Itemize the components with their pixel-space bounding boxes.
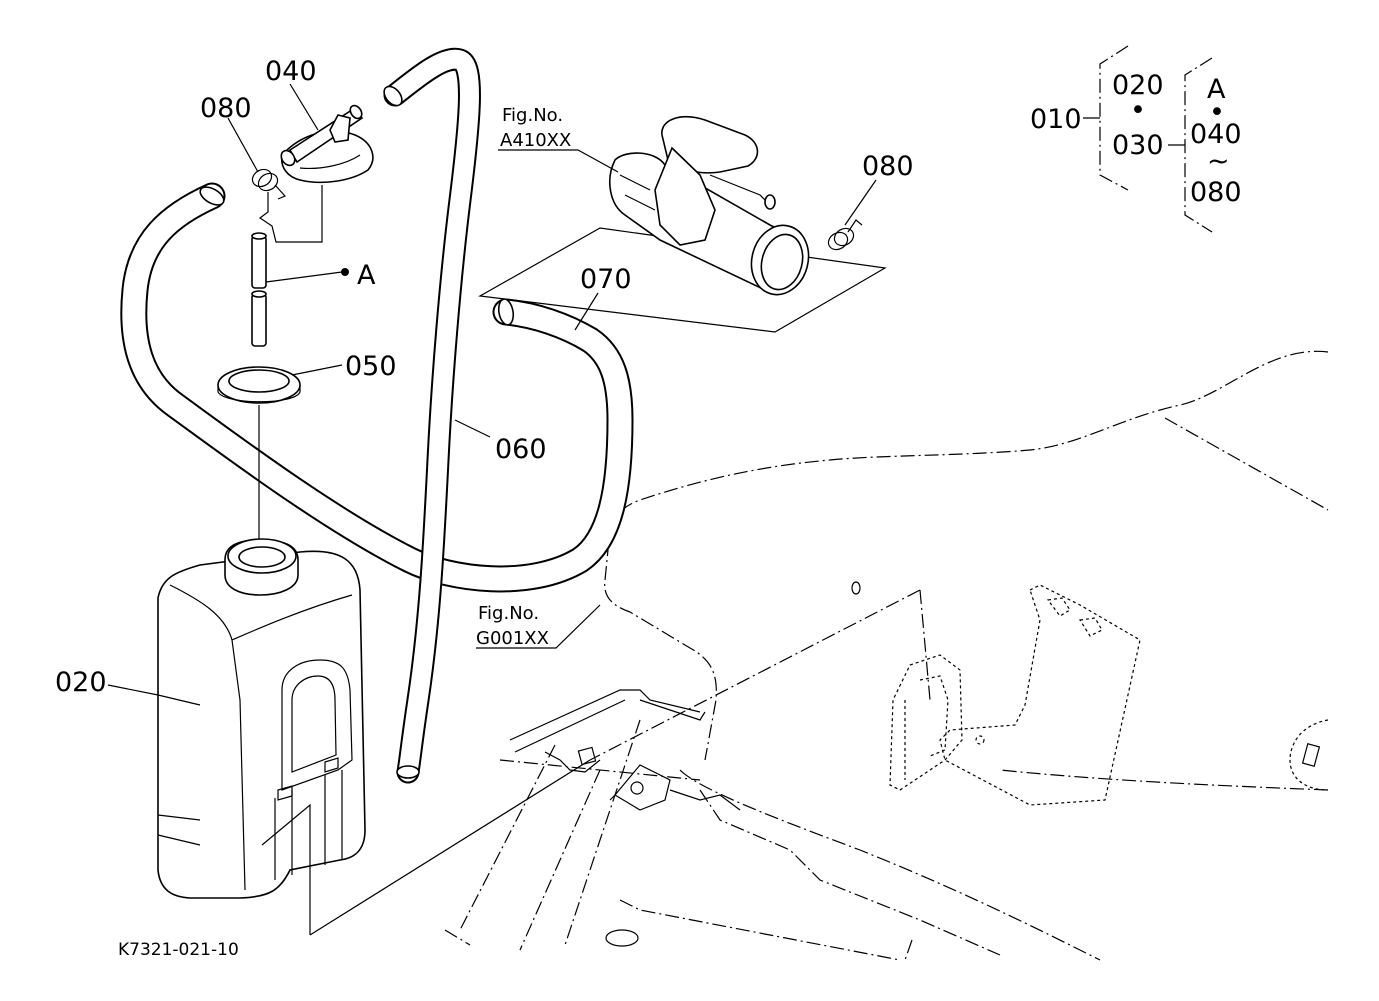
label-a: A [357, 260, 376, 291]
leader-lines [107, 83, 877, 696]
fig-ref-2-line2: G001XX [476, 628, 549, 649]
drawing-code: K7321-021-10 [118, 940, 239, 960]
legend-a: A [1207, 74, 1226, 105]
legend-040: 040 [1190, 119, 1242, 150]
legend-080: 080 [1190, 177, 1242, 208]
tube-a-leader [265, 271, 343, 283]
cap-leader-line [258, 185, 323, 243]
tank-base-leader [309, 759, 591, 936]
label-040: 040 [265, 56, 317, 87]
tube-a [251, 232, 267, 347]
legend-sep-1: • [1130, 95, 1146, 126]
label-060: 060 [495, 434, 547, 465]
legend-010: 010 [1030, 104, 1082, 135]
tank-020 [157, 538, 366, 935]
legend-020: 020 [1112, 70, 1164, 101]
fig-ref-1-line2: A410XX [500, 130, 571, 151]
clip-080-left [251, 168, 287, 200]
cap-040 [280, 104, 374, 184]
legend-tilde: ~ [1207, 146, 1230, 177]
label-080-left: 080 [200, 93, 252, 124]
fig-ref-1-line1: Fig.No. [502, 105, 563, 126]
label-070: 070 [580, 264, 632, 295]
assembly-legend: 010 020 • 030 A • 040 ~ 080 [1030, 45, 1242, 233]
fig-ref-2-line1: Fig.No. [478, 603, 539, 624]
machine-frame-outline [444, 350, 1329, 961]
clip-080-right [827, 219, 863, 251]
label-080-right: 080 [862, 151, 914, 182]
tube-a-bullet [341, 268, 349, 276]
label-020: 020 [55, 667, 107, 698]
hose-060 [383, 47, 481, 784]
label-050: 050 [345, 351, 397, 382]
radiator-pipe-assembly [478, 116, 887, 333]
legend-sep-2: • [1209, 97, 1225, 128]
bracket-outline [889, 584, 1329, 806]
legend-030: 030 [1112, 130, 1164, 161]
gasket-050 [217, 366, 301, 404]
